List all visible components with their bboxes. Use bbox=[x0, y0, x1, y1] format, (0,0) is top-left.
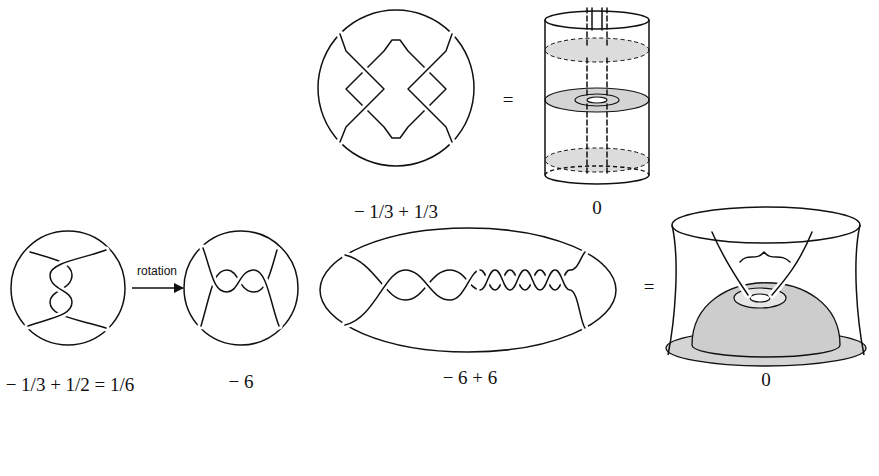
tangle-value: − 6 bbox=[229, 372, 254, 393]
tangle-disc bbox=[184, 231, 298, 345]
cylinder-figure bbox=[545, 8, 649, 184]
tangle-disc bbox=[11, 231, 125, 345]
dome-figure bbox=[666, 207, 866, 366]
equals-sign: = bbox=[644, 277, 655, 298]
equals-sign: = bbox=[503, 90, 514, 111]
arrow-label: rotation bbox=[137, 265, 177, 278]
rotation-arrow bbox=[132, 287, 183, 288]
tangle-value: − 1/3 + 1/3 bbox=[354, 202, 438, 223]
tangle-disc bbox=[318, 10, 474, 166]
tangle-ellipse bbox=[320, 228, 616, 352]
tangle-value: − 1/3 + 1/2 = 1/6 bbox=[6, 375, 135, 396]
tangle-value: 0 bbox=[592, 198, 602, 219]
tangle-value: − 6 + 6 bbox=[443, 368, 498, 389]
tangle-value: 0 bbox=[761, 370, 771, 391]
